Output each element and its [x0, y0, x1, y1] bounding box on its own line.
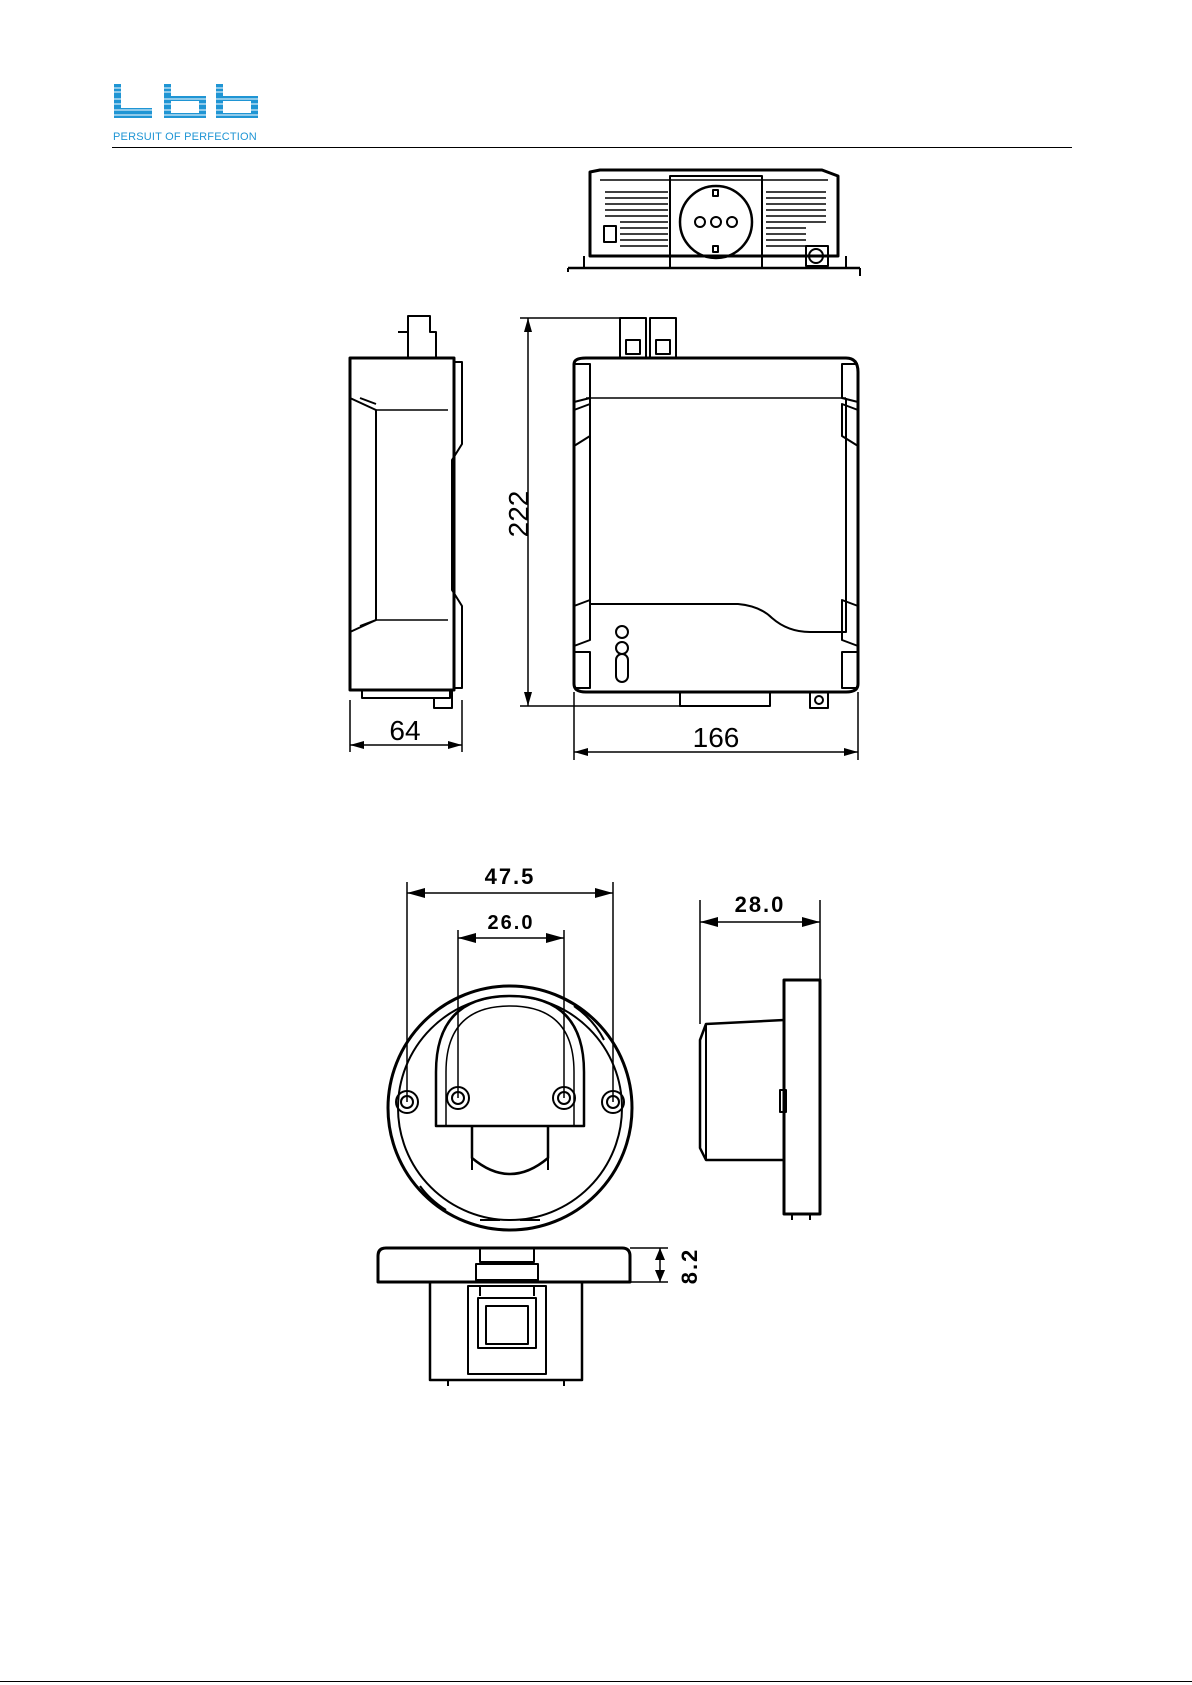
width-dimension-label: 166: [693, 722, 740, 753]
height-dimension-label: 222: [503, 491, 534, 538]
depth-dimension-label: 64: [389, 715, 420, 746]
plate-thickness-label: 8.2: [677, 1248, 702, 1285]
inverter-front-view: [568, 170, 860, 276]
remote-bottom-view: [378, 1248, 630, 1386]
inverter-top-view: [574, 318, 858, 708]
inner-hole-spacing-label: 26.0: [488, 912, 535, 934]
footer-divider: [0, 1681, 1192, 1682]
inverter-side-view: [350, 316, 462, 708]
remote-front-view: [388, 986, 632, 1230]
side-depth-label: 28.0: [735, 892, 786, 917]
remote-side-view: [700, 980, 820, 1220]
outer-hole-spacing-label: 47.5: [485, 864, 536, 889]
